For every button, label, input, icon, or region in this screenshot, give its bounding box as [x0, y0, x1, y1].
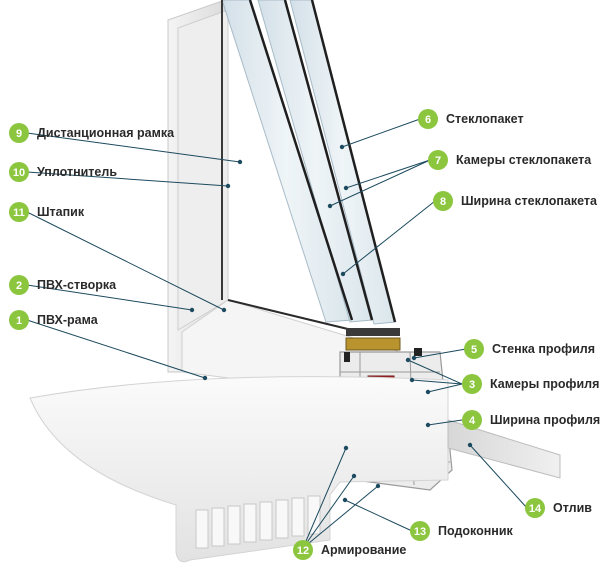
seal-top-shape [346, 328, 400, 336]
leader-10 [26, 171, 229, 187]
pane-edge-2 [283, 0, 374, 321]
leader-9 [26, 132, 241, 163]
callout-label: Ширина профиля [490, 413, 600, 427]
badge-number: 3 [469, 379, 475, 391]
leader-dots [189, 144, 473, 503]
callout-label: Камеры профиля [490, 377, 599, 391]
gasket [414, 348, 422, 356]
leader-12b [302, 475, 355, 549]
badge-13 [410, 521, 430, 541]
badge-4 [462, 410, 482, 430]
sill-chambers [195, 495, 321, 549]
badge-number: 2 [16, 280, 22, 292]
callout-label: Стеклопакет [446, 112, 524, 126]
leader-6 [341, 118, 421, 148]
window-illustration [29, 0, 561, 563]
callout-label: Уплотнитель [37, 165, 117, 179]
badge-8 [433, 191, 453, 211]
badge-number: 13 [414, 526, 426, 538]
callout-3: 3 Камеры профиля [462, 374, 599, 394]
badge-2 [9, 275, 29, 295]
callout-label: ПВХ-створка [37, 278, 117, 292]
badge-number: 11 [13, 207, 25, 219]
leader-5 [413, 348, 467, 359]
callout-14: 14 Отлив [525, 498, 592, 518]
badge-14 [525, 498, 545, 518]
badge-number: 6 [425, 114, 431, 126]
leader-1 [26, 319, 206, 379]
callout-4: 4 Ширина профиля [462, 410, 600, 430]
badge-number: 7 [435, 155, 441, 167]
badge-5 [464, 339, 484, 359]
leader-3a [407, 359, 463, 385]
callout-label: Стенка профиля [492, 342, 595, 356]
callout-7: 7 Камеры стеклопакета [428, 150, 592, 170]
leader-11 [26, 211, 225, 311]
spacer-frame-shape [345, 337, 401, 351]
leader-14 [469, 444, 528, 509]
badge-number: 14 [529, 503, 542, 515]
leader-3c [427, 383, 463, 393]
badge-1 [9, 310, 29, 330]
badge-number: 4 [469, 415, 476, 427]
callout-6: 6 Стеклопакет [418, 109, 524, 129]
badge-number: 10 [13, 167, 25, 179]
callout-label: Армирование [321, 543, 406, 557]
leader-13 [344, 499, 413, 532]
badge-number: 1 [16, 315, 22, 327]
badge-number: 12 [297, 545, 309, 557]
leader-3b [411, 379, 463, 385]
callout-label: Отлив [553, 501, 592, 515]
callout-2: 2 ПВХ-створка [9, 275, 117, 295]
badge-7 [428, 150, 448, 170]
callout-10: 10 Уплотнитель [9, 162, 117, 182]
callout-label: Штапик [37, 205, 85, 219]
callout-12: 12 Армирование [293, 540, 406, 560]
pane-edge-1 [248, 0, 354, 321]
drainage-shape [447, 419, 561, 479]
badge-10 [9, 162, 29, 182]
leader-7a [345, 159, 431, 189]
callout-label: ПВХ-рама [37, 313, 99, 327]
badge-9 [9, 123, 29, 143]
leader-4 [427, 419, 463, 426]
callout-1: 1 ПВХ-рама [9, 310, 99, 330]
callout-label: Ширина стеклопакета [461, 194, 598, 208]
pvc-sash-shape [177, 9, 229, 331]
window-sill-shape [29, 376, 449, 563]
gasket [344, 352, 350, 362]
badge-number: 8 [440, 196, 446, 208]
badge-number: 5 [471, 344, 477, 356]
leader-lines [26, 118, 528, 549]
leader-7b [329, 159, 431, 207]
leader-12c [302, 485, 379, 549]
callout-11: 11 Штапик [9, 202, 85, 222]
leader-2 [26, 284, 193, 311]
leader-12a [302, 447, 347, 549]
badge-3 [462, 374, 482, 394]
callout-5: 5 Стенка профиля [464, 339, 595, 359]
callout-label: Дистанционная рамка [37, 126, 175, 140]
callout-label: Подоконник [438, 524, 514, 538]
pane-edge-3 [310, 0, 397, 323]
badge-6 [418, 109, 438, 129]
badge-12 [293, 540, 313, 560]
badge-11 [9, 202, 29, 222]
leader-8 [342, 200, 436, 275]
seal-line [227, 299, 353, 331]
callout-9: 9 Дистанционная рамка [9, 123, 175, 143]
badge-number: 9 [16, 128, 22, 140]
callout-13: 13 Подоконник [410, 521, 514, 541]
callout-8: 8 Ширина стеклопакета [433, 191, 598, 211]
callout-label: Камеры стеклопакета [456, 153, 592, 167]
